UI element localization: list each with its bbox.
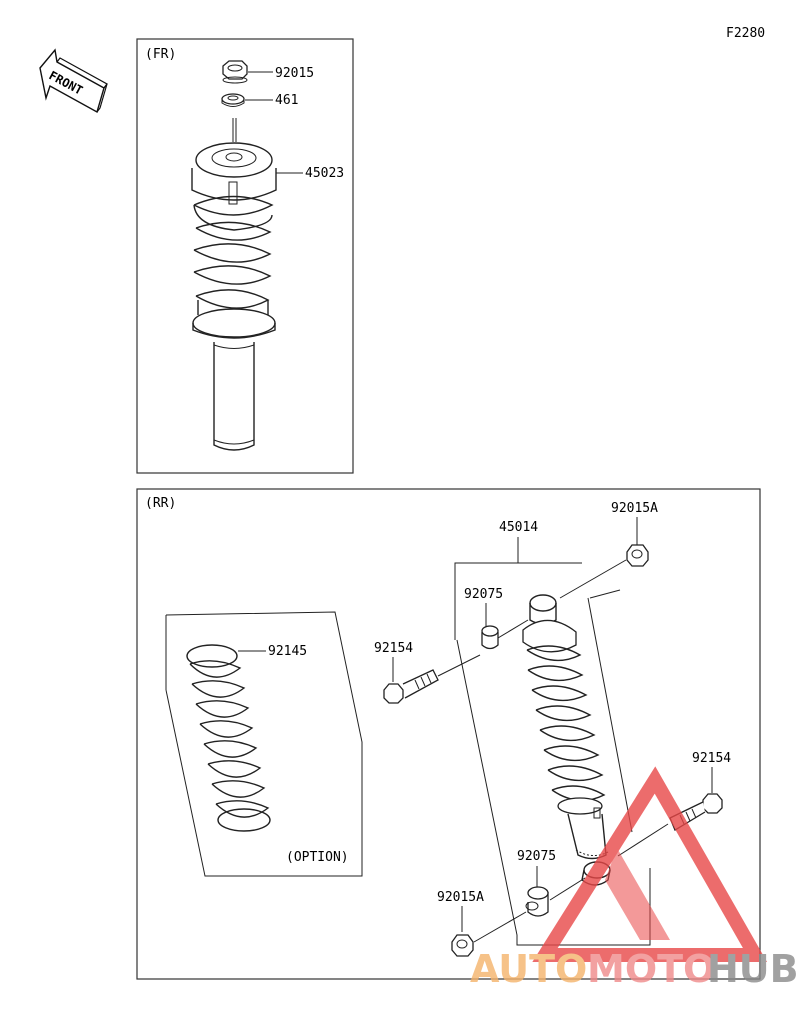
part-label-92015A-top: 92015A <box>611 501 658 516</box>
front-shock-absorber-45023 <box>191 118 277 451</box>
figure-code: F2280 <box>726 26 765 41</box>
bushing-92075-bottom <box>525 886 549 917</box>
bushing-92075-top <box>481 625 499 650</box>
rear-section-title: (RR) <box>145 496 176 511</box>
part-label-45014: 45014 <box>499 520 538 535</box>
part-label-92154-left: 92154 <box>374 641 413 656</box>
option-bracket <box>165 611 363 877</box>
watermark-triangle-icon <box>532 766 768 962</box>
part-label-461: 461 <box>275 93 298 108</box>
flange-nut-92015A-bottom <box>451 934 474 957</box>
part-label-92075-top: 92075 <box>464 587 503 602</box>
part-label-45023: 45023 <box>305 166 344 181</box>
part-label-92145: 92145 <box>268 644 307 659</box>
watermark-hub: HUB <box>707 947 799 991</box>
part-label-92015A-bottom: 92015A <box>437 890 484 905</box>
part-label-92075-bottom: 92075 <box>517 849 556 864</box>
flange-nut-92015A-top <box>626 544 649 567</box>
rear-section-frame <box>136 488 761 980</box>
automotohub-watermark: AUTO MOTO HUB <box>470 766 799 991</box>
front-section-title: (FR) <box>145 47 176 62</box>
flange-nut-92015 <box>222 60 248 84</box>
front-section-frame <box>136 38 354 474</box>
option-label: (OPTION) <box>286 850 349 865</box>
rear-shock-absorber <box>522 589 633 886</box>
watermark-auto: AUTO <box>470 947 587 991</box>
watermark-moto: MOTO <box>587 947 715 991</box>
washer-461 <box>221 93 245 107</box>
front-arrow-icon: FRONT <box>39 48 108 114</box>
option-spring-92145 <box>186 644 271 832</box>
bolt-92154-left <box>383 669 439 704</box>
part-label-92154-right: 92154 <box>692 751 731 766</box>
part-label-92015: 92015 <box>275 66 314 81</box>
